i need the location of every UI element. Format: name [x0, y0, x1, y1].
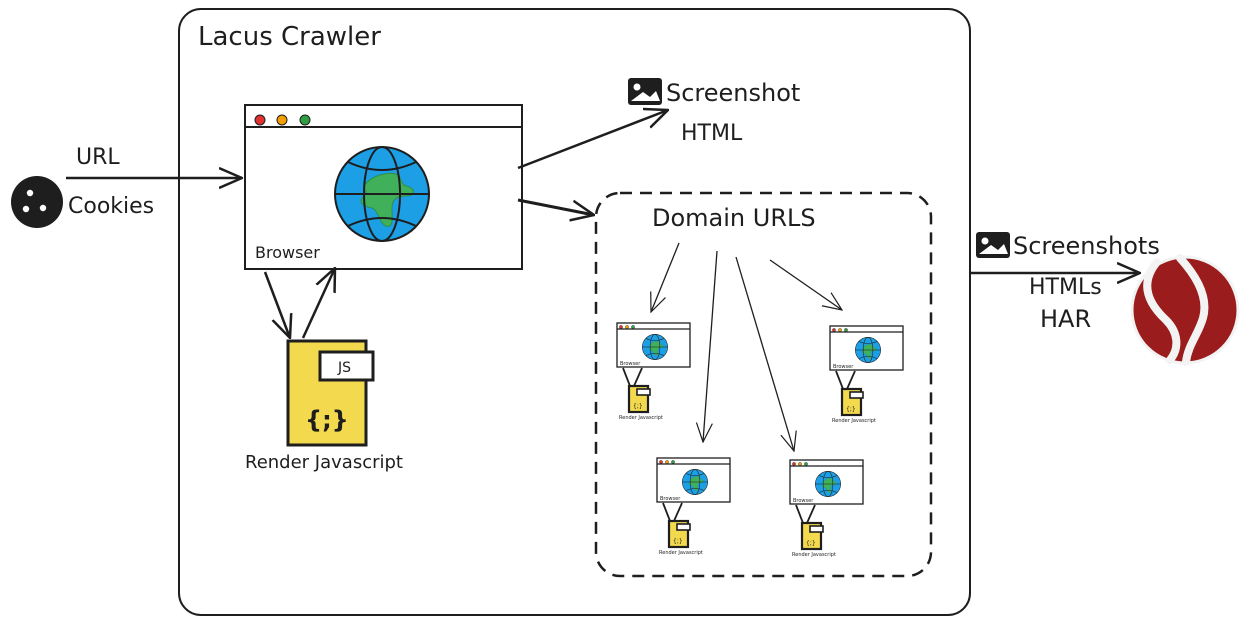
mini-window-dot — [625, 325, 629, 329]
browser-to-render-arrow — [263, 271, 290, 338]
mini-globe-icon — [642, 334, 668, 360]
cookie-icon — [11, 176, 63, 228]
mini-window-dot — [671, 460, 675, 464]
mini-window-dot — [844, 328, 848, 332]
mini-window-dot — [798, 462, 802, 466]
render-javascript-label: Render Javascript — [245, 452, 403, 473]
maximize-dot — [299, 114, 311, 126]
mini-browser-group: Browser {;} Render Javascript — [656, 457, 731, 556]
browser-label: Browser — [255, 243, 320, 262]
mini-js-badge — [676, 523, 691, 531]
close-dot — [254, 114, 266, 126]
mini-render-label: Render Javascript — [619, 415, 663, 421]
mini-arrow-up — [633, 367, 643, 387]
domain-urls-label: Domain URLS — [652, 204, 816, 232]
fanout-arrow-1 — [651, 242, 680, 312]
mini-render-label: Render Javascript — [659, 550, 703, 556]
render-javascript-file: JS {;} — [286, 339, 375, 447]
fanout-arrow-3 — [735, 256, 794, 451]
mini-browser-group: Browser {;} Render Javascript — [616, 322, 691, 421]
screenshots-label: Screenshots — [1013, 232, 1160, 260]
mini-window-dot — [659, 460, 663, 464]
mini-code-braces-icon: {;} — [806, 540, 816, 547]
mini-window-dot — [804, 462, 808, 466]
mini-js-badge — [636, 388, 651, 396]
mini-window-dot — [665, 460, 669, 464]
mini-window-dot — [832, 328, 836, 332]
mini-browser-label: Browser — [793, 498, 814, 504]
mini-browser-group: Browser {;} Render Javascript — [789, 459, 864, 558]
fanout-arrow-2 — [703, 250, 718, 442]
mini-browser-label: Browser — [620, 361, 641, 367]
mini-render-label: Render Javascript — [832, 418, 876, 424]
mini-browser-label: Browser — [660, 496, 681, 502]
mini-code-braces-icon: {;} — [673, 538, 683, 545]
mini-browser-group: Browser {;} Render Javascript — [829, 325, 904, 424]
mini-globe-icon — [815, 471, 841, 497]
browser-window: Browser — [244, 104, 523, 270]
mini-js-badge — [849, 391, 864, 399]
domain-urls-container — [594, 191, 933, 578]
url-label: URL — [76, 145, 120, 170]
lacus-crawler-title: Lacus Crawler — [198, 22, 381, 52]
minimize-dot — [276, 114, 288, 126]
screenshot-label: Screenshot — [666, 79, 800, 107]
js-badge — [318, 350, 375, 382]
html-label: HTML — [681, 121, 743, 146]
har-label: HAR — [1040, 305, 1091, 333]
mini-code-braces-icon: {;} — [633, 403, 643, 410]
mini-globe-icon — [682, 469, 708, 495]
mini-window-dot — [792, 462, 796, 466]
browser-to-screenshot-arrow — [517, 110, 668, 170]
mini-arrow-up — [806, 504, 816, 524]
mini-code-braces-icon: {;} — [846, 406, 856, 413]
mini-render-label: Render Javascript — [792, 552, 836, 558]
mini-window-dot — [838, 328, 842, 332]
mini-browser-label: Browser — [833, 364, 854, 370]
fanout-arrow-4 — [769, 259, 842, 310]
js-badge-label: JS — [337, 360, 351, 376]
image-icon-final — [976, 232, 1010, 258]
mini-arrow-down — [622, 367, 631, 387]
render-to-browser-arrow — [301, 268, 335, 339]
mini-arrow-down — [835, 370, 844, 390]
lookyloo-logo — [1130, 254, 1240, 366]
mini-arrow-up — [673, 502, 683, 522]
mini-arrow-down — [795, 504, 804, 524]
mini-js-badge — [809, 525, 824, 533]
browser-to-domain-urls-arrow — [517, 198, 594, 215]
code-braces-icon: {;} — [305, 406, 349, 434]
globe-icon — [334, 146, 430, 242]
image-icon — [628, 78, 662, 105]
mini-arrow-up — [846, 370, 856, 390]
cookies-label: Cookies — [68, 194, 154, 219]
mini-window-dot — [631, 325, 635, 329]
htmls-label: HTMLs — [1029, 275, 1102, 300]
lacus-crawler-frame — [178, 8, 971, 616]
mini-arrow-down — [662, 502, 671, 522]
mini-window-dot — [619, 325, 623, 329]
mini-globe-icon — [855, 337, 881, 363]
